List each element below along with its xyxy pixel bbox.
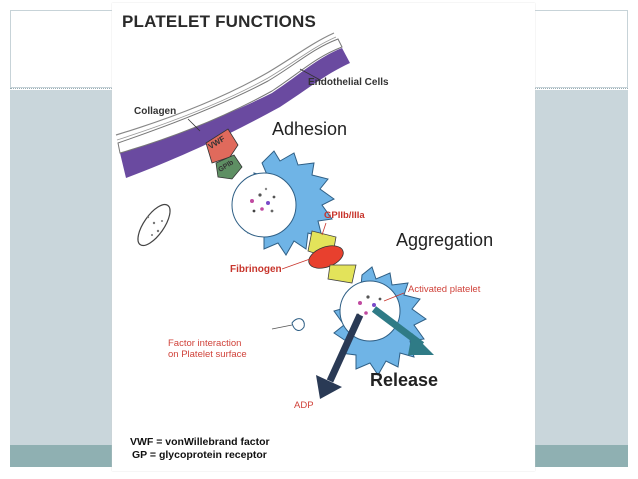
label-endothelial-cells: Endothelial Cells (308, 77, 389, 88)
collagen-fiber (115, 32, 335, 136)
platelet-diagram: PLATELET FUNCTIONS Endothelial Cells Col… (112, 3, 535, 471)
label-adhesion: Adhesion (272, 119, 348, 139)
label-activated-platelet: Activated platelet (408, 284, 481, 295)
gpib-shape (215, 154, 243, 180)
organelle (137, 203, 171, 247)
organelle-granules (146, 215, 163, 236)
legend-gp: GP = glycoprotein receptor (132, 449, 267, 461)
gpiib-receptor-lower (327, 264, 357, 284)
vwf-shape (205, 128, 239, 164)
leader-collagen (187, 118, 201, 132)
lower-platelet-granules (356, 295, 382, 317)
label-aggregation: Aggregation (396, 230, 494, 250)
endothelium-band (120, 48, 350, 178)
release-arrow-dark-shaft (326, 313, 364, 383)
factor-pocket (291, 318, 305, 331)
upper-platelet-core (231, 172, 297, 238)
leader-endothelial (299, 68, 323, 82)
label-fibrinogen: Fibrinogen (230, 264, 282, 275)
label-release: Release (370, 370, 439, 390)
leader-gpiib (321, 222, 327, 236)
label-adp: ADP (294, 400, 314, 411)
leader-activated (383, 292, 405, 302)
diagram-graphics (115, 32, 434, 399)
figure-title: PLATELET FUNCTIONS (122, 12, 317, 31)
upper-platelet-granules (250, 187, 276, 213)
release-arrow-dark-head (316, 375, 342, 399)
collagen-fiber-2 (116, 36, 337, 141)
leader-fibrinogen (281, 258, 311, 270)
release-arrow-teal-head (408, 333, 434, 355)
label-gpiib-iiia: GPIIb/IIIa (324, 210, 365, 221)
basement-layer (117, 38, 343, 154)
label-collagen: Collagen (134, 106, 177, 117)
label-factor-line2: on Platelet surface (168, 349, 247, 360)
legend-vwf: VWF = vonWillebrand factor (130, 436, 270, 448)
leader-factor (271, 324, 293, 330)
label-factor-line1: Factor interaction (168, 338, 242, 349)
